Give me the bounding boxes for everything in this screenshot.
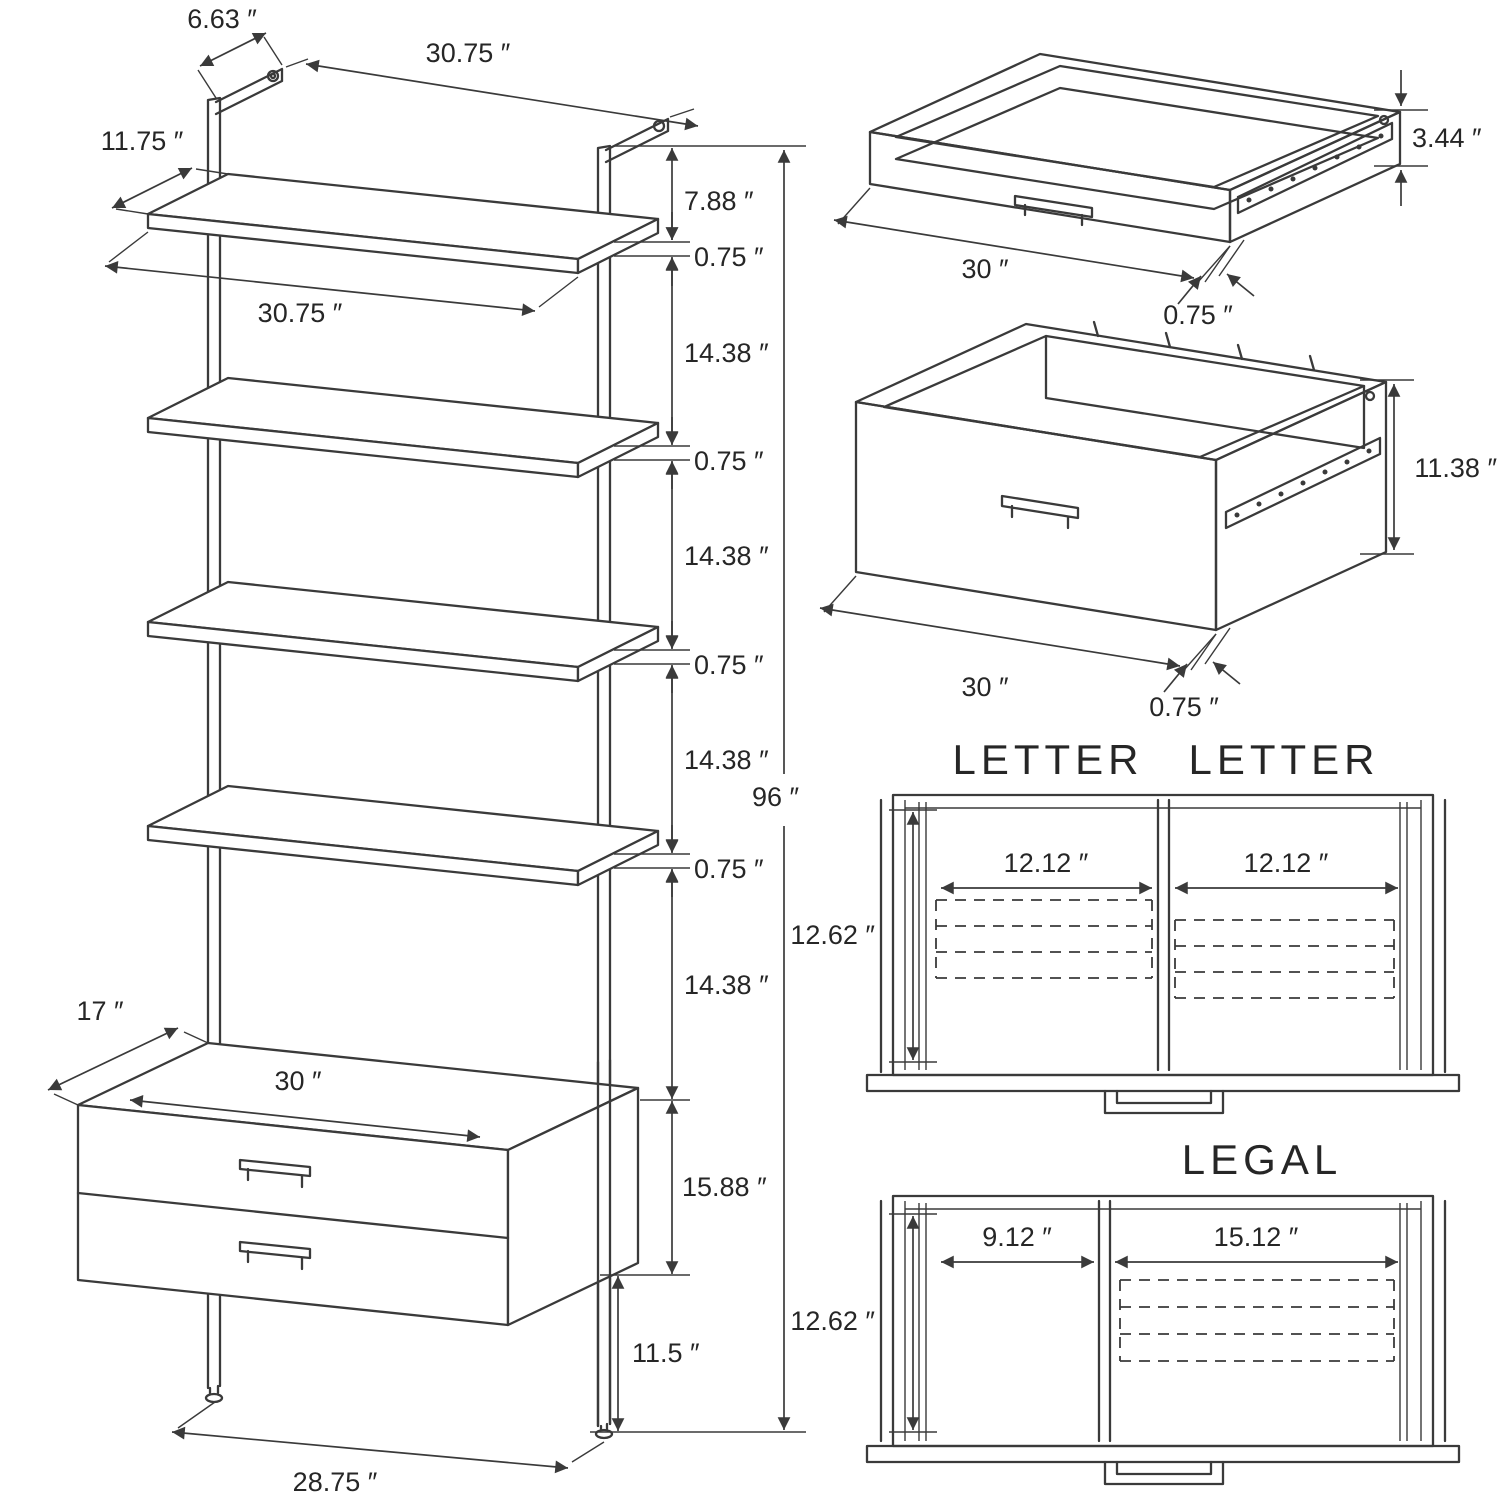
dim-total-height: 96 ″ [752,782,800,812]
dim-top-gap: 7.88 ″ [684,186,754,216]
left-rail [206,96,222,1396]
shelf-4 [146,784,660,887]
large-drawer-slide-rail [1224,436,1382,530]
right-rail-front [596,1058,612,1432]
drawer-slides [918,802,1408,1070]
upper-drawer-handle-icon [238,1158,312,1189]
small-drawer-slide-rail [1236,121,1394,215]
dim-letter-depth: 12.62 ″ [790,920,875,950]
handle-icon [1103,1089,1225,1115]
dim-leg-height: 11.5 ″ [632,1338,700,1368]
hanging-files-left [935,899,1153,979]
dimension-chain-ticks [590,145,806,1433]
slide-rail-screw-holes [1234,448,1372,518]
dim-shelf-thickness-4: 0.75 ″ [694,854,764,884]
shelf-3 [146,580,660,683]
dim-shelf-gap-2: 14.38 ″ [684,541,769,571]
legal-label: LEGAL [1182,1136,1342,1183]
drawer-front-strip [865,1444,1461,1464]
dim-letter-left-width: 12.12 ″ [1004,848,1089,878]
ladder-shelf-drawing [76,67,670,1440]
large-drawer-handle-icon [1000,494,1080,530]
dim-small-drawer-height: 3.44 ″ [1412,123,1482,153]
hanging-files-right [1174,919,1395,999]
dim-shelf-gap-3: 14.38 ″ [684,745,769,775]
slide-rail-screw-holes [1246,133,1384,203]
dim-legal-right-width: 15.12 ″ [1214,1222,1299,1252]
drawer-divider-line [76,1191,510,1240]
dim-large-drawer-width: 30 ″ [961,672,1009,702]
dim-small-drawer-width: 30 ″ [961,254,1009,284]
dim-shelf-thickness-1: 0.75 ″ [694,242,764,272]
dim-large-drawer-thickness: 0.75 ″ [1149,692,1219,722]
dim-shelf-thickness-2: 0.75 ″ [694,446,764,476]
dim-drawer-width: 30 ″ [274,1066,322,1096]
dim-shelf-gap-1: 14.38 ″ [684,338,769,368]
dim-bracket-depth: 6.63 ″ [187,4,257,34]
dim-drawer-depth: 17 ″ [76,996,124,1026]
letter-top-view: LETTER LETTER 12.62 ″ 12.12 ″ 12.12 ″ [790,736,1461,1115]
drawer-cabinet [76,1041,640,1327]
hanging-files-right [1119,1279,1395,1362]
drawer-clips [1092,320,1316,372]
left-bracket-hole-center-icon [269,72,277,80]
file-divider [1097,1199,1112,1443]
ladder-dimensions: 6.63 ″ 30.75 ″ 11.75 ″ 30.75 ″ 7.88 ″ 0.… [47,4,806,1497]
screw-icon [1364,390,1376,402]
dim-base-width: 28.75 ″ [293,1467,378,1497]
left-rail-foot [204,1392,224,1404]
drawer-front-strip [865,1073,1461,1093]
letter-label-right: LETTER [1188,736,1379,783]
dim-legal-depth: 12.62 ″ [790,1306,875,1336]
small-drawer-handle-icon [1013,194,1094,227]
small-drawer-drawing [868,52,1402,244]
dim-shelf-depth: 11.75 ″ [101,126,184,156]
right-rail-foot [594,1428,614,1440]
large-drawer-dimensions: 11.38 ″ 30 ″ 0.75 ″ [819,379,1497,722]
dim-shelf-width: 30.75 ″ [258,298,343,328]
dim-drawer-height: 15.88 ″ [682,1172,767,1202]
dim-shelf-gap-4: 14.38 ″ [684,970,769,1000]
handle-icon [1103,1460,1225,1486]
right-wall-bracket [604,117,670,164]
dim-large-drawer-height: 11.38 ″ [1414,453,1497,483]
dim-top-width: 30.75 ″ [426,38,511,68]
letter-label-left: LETTER [952,736,1143,783]
dim-shelf-thickness-3: 0.75 ″ [694,650,764,680]
screw-icon [1378,114,1390,126]
shelf-1 [146,172,660,275]
lower-drawer-handle-icon [238,1240,312,1271]
left-bracket-hole-icon [266,69,280,83]
small-drawer-dimensions: 3.44 ″ 30 ″ 0.75 ″ [833,70,1482,330]
dim-letter-right-width: 12.12 ″ [1244,848,1329,878]
large-drawer-drawing [854,320,1388,632]
dim-small-drawer-thickness: 0.75 ″ [1163,300,1233,330]
legal-top-view: LEGAL 12.62 ″ 9.12 ″ 15.12 ″ [790,1136,1461,1486]
file-divider [1156,798,1171,1072]
dim-legal-left-width: 9.12 ″ [982,1222,1052,1252]
shelf-2 [146,376,660,479]
